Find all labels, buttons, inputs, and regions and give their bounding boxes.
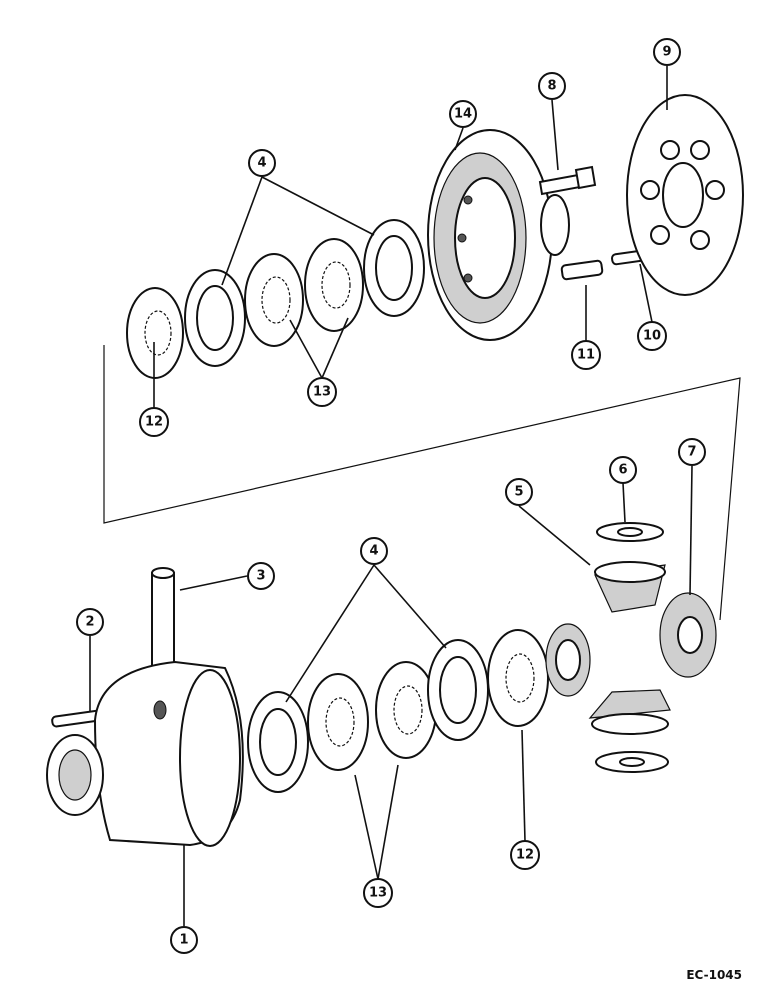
callout-2: 2 (76, 608, 104, 636)
callout-12-bottom: 12 (510, 840, 540, 870)
callout-3: 3 (247, 562, 275, 590)
svg-text:12: 12 (145, 415, 163, 430)
part-separator-plate-top-b (363, 219, 425, 317)
svg-text:5: 5 (514, 485, 523, 500)
callout-14: 14 (449, 100, 477, 128)
svg-text:13: 13 (369, 886, 387, 901)
callout-5: 5 (505, 478, 533, 506)
part-differential-housing (46, 660, 244, 847)
callout-4-bottom: 4 (360, 537, 388, 565)
callout-13-bottom: 13 (363, 878, 393, 908)
svg-text:1: 1 (179, 933, 188, 948)
svg-text:4: 4 (257, 156, 266, 171)
part-thrust-washer-bottom (595, 751, 669, 773)
part-thrust-washer-top (596, 522, 664, 542)
part-pinion-gear-top (594, 561, 666, 613)
svg-text:10: 10 (643, 329, 661, 344)
part-friction-disc-bottom-c (487, 629, 549, 727)
svg-text:7: 7 (687, 445, 696, 460)
callout-1: 1 (170, 926, 198, 954)
callout-9: 9 (653, 38, 681, 66)
svg-text:14: 14 (454, 107, 472, 122)
part-pinion-gear-bottom (588, 689, 671, 735)
callout-11: 11 (571, 340, 601, 370)
part-separator-plate-top-a (184, 269, 246, 367)
callout-12-top: 12 (139, 407, 169, 437)
svg-text:11: 11 (577, 348, 595, 363)
callout-4-top: 4 (248, 149, 276, 177)
svg-text:4: 4 (369, 544, 378, 559)
part-ring-gear (427, 129, 570, 341)
part-side-gear-right (659, 592, 717, 678)
part-side-gear (545, 623, 591, 697)
part-friction-disc-top-b (244, 253, 304, 347)
part-separator-plate-bottom-a (247, 691, 309, 793)
part-friction-disc-top-c (304, 238, 364, 332)
callout-13-top: 13 (307, 377, 337, 407)
svg-text:8: 8 (547, 79, 556, 94)
part-separator-plate-bottom-b (427, 639, 489, 741)
part-friction-disc-top (126, 287, 184, 379)
part-cover-plate (626, 94, 744, 296)
callout-10: 10 (637, 321, 667, 351)
callout-6: 6 (609, 456, 637, 484)
leader-lines (89, 66, 693, 926)
part-bolt (538, 165, 597, 196)
svg-text:6: 6 (618, 463, 627, 478)
svg-text:13: 13 (313, 385, 331, 400)
svg-text:2: 2 (85, 615, 94, 630)
figure-code: EC-1045 (686, 968, 742, 982)
assembly-bracket (103, 345, 741, 621)
svg-text:9: 9 (662, 45, 671, 60)
part-friction-disc-bottom-a (307, 673, 369, 771)
svg-text:12: 12 (516, 848, 534, 863)
part-pin-11 (560, 259, 604, 281)
part-friction-disc-bottom-b (375, 661, 437, 759)
callout-7: 7 (678, 438, 706, 466)
callout-8: 8 (538, 72, 566, 100)
svg-text:3: 3 (256, 569, 265, 584)
